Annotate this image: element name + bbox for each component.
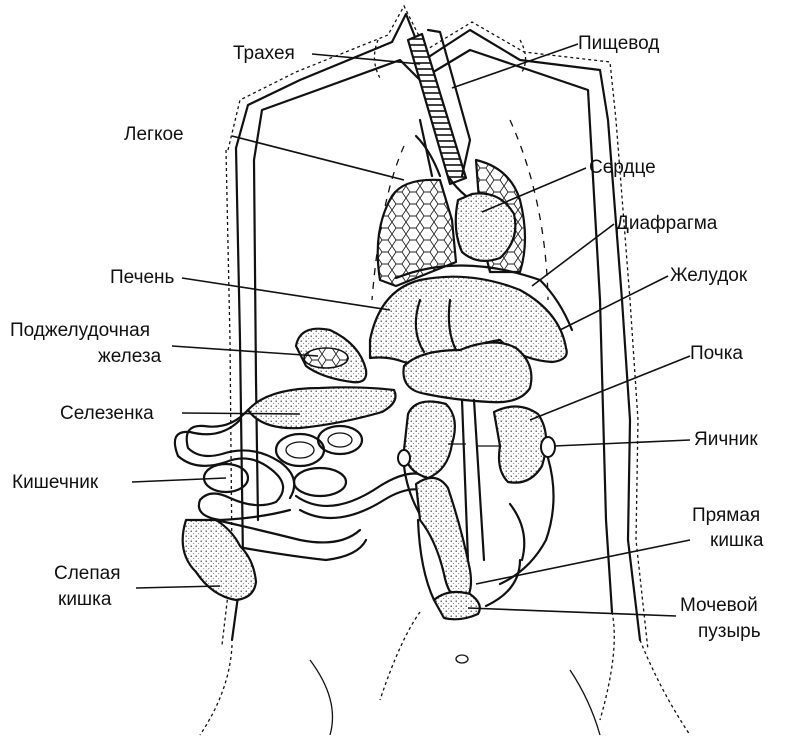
label-lung: Легкое [124, 124, 184, 145]
label-ovary: Яичник [694, 429, 758, 450]
leader-bladder [468, 608, 676, 616]
leader-intestine [132, 478, 226, 482]
leader-trachea [312, 54, 420, 64]
label-caecum-line2: кишка [58, 589, 112, 610]
leader-ovary [554, 440, 690, 446]
label-kidney: Почка [690, 343, 743, 364]
trachea-esophagus [408, 30, 470, 184]
label-pancreas-line2: железа [98, 346, 162, 367]
label-bladder-line1: Мочевой [680, 595, 758, 616]
leader-spleen [182, 413, 300, 414]
label-spleen: Селезенка [60, 403, 154, 424]
leader-diaphragm [532, 224, 614, 286]
leader-rectum [476, 540, 690, 584]
label-pancreas-line1: Поджелудочная [10, 320, 150, 341]
label-esophagus: Пищевод [578, 33, 659, 54]
leader-stomach [560, 276, 668, 330]
rectum [416, 478, 524, 604]
leader-kidney [530, 356, 690, 420]
leader-lung [232, 136, 404, 180]
label-intestine: Кишечник [12, 472, 99, 493]
label-rectum-line1: Прямая [692, 505, 760, 526]
label-bladder-line2: пузырь [698, 621, 761, 642]
label-rectum-line2: кишка [710, 530, 764, 551]
leader-liver [182, 278, 390, 310]
label-diaphragm: Диафрагма [616, 213, 718, 234]
label-trachea: Трахея [233, 43, 295, 64]
label-stomach: Желудок [670, 265, 748, 286]
caecum [183, 520, 366, 600]
spleen [248, 387, 396, 428]
leader-caecum [136, 586, 220, 588]
label-heart: Сердце [589, 157, 656, 178]
label-liver: Печень [110, 267, 175, 288]
label-caecum-line1: Слепая [54, 563, 121, 584]
